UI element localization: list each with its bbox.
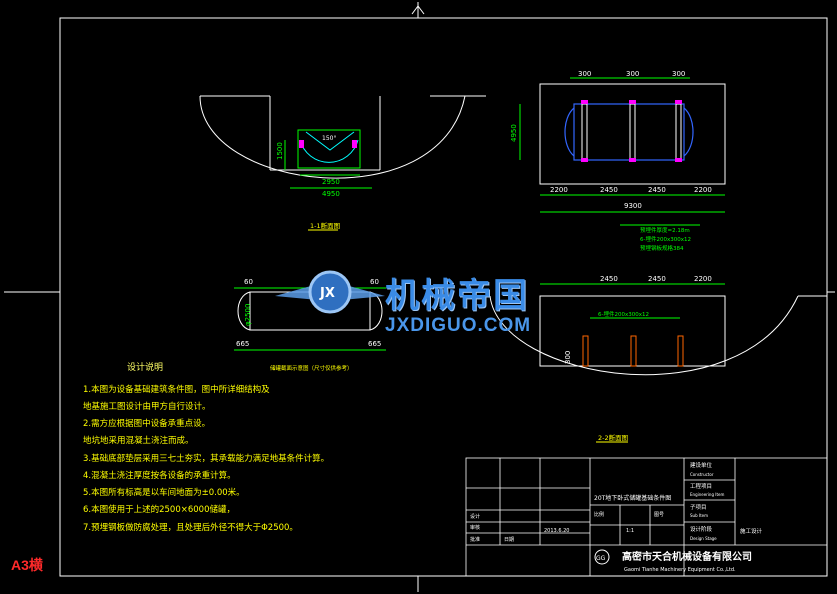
right-sub-4: Design Stage [690, 536, 717, 541]
bottom-seg2: 2450 [600, 275, 618, 283]
sheet-label: 图号 [654, 512, 664, 518]
watermark-cn: 机械帝国 [385, 277, 529, 315]
side-angle: 150° [322, 135, 336, 142]
tank-left: 665 [236, 340, 249, 348]
plan-view: 300 300 300 4950 2200 2450 2450 2200 930… [510, 70, 726, 252]
right-label-4: 设计阶段 [690, 525, 713, 533]
plan-total: 9300 [624, 202, 642, 210]
plan-d2: 300 [626, 70, 639, 78]
bottom-plate: 6-埋件200x300x12 [598, 310, 649, 318]
tank-right: 665 [368, 340, 381, 348]
section-view: 2950 4950 1500 150° 1-1断面图 [199, 95, 486, 231]
design-note-5: 3.基础底部垫层采用三七土夯实，其承载能力满足地基条件计算。 [83, 454, 330, 464]
design-note-2: 地基施工图设计由甲方自行设计。 [83, 402, 211, 412]
right-label-1: 建设单位 [690, 461, 713, 469]
tank-top-right: 60 [370, 278, 379, 286]
drawing-frame [4, 2, 835, 592]
plan-note-3: 预埋钢板规格384 [640, 244, 684, 252]
label-design: 设计 [470, 513, 480, 520]
design-note-6: 4.混凝土浇注厚度按各设备的承重计算。 [83, 471, 236, 481]
bottom-view-label: 2-2断面图 [598, 433, 628, 442]
tank-view-label: 储罐截面示意图（尺寸仅供参考） [270, 364, 353, 372]
bottom-seg3: 2450 [648, 275, 666, 283]
design-notes-title: 设计说明 [127, 363, 164, 373]
scale-label: 比例 [594, 511, 604, 518]
plan-d3: 300 [672, 70, 685, 78]
label-date: 日期 [504, 537, 514, 543]
design-note-1: 1.本图为设备基础建筑条件图，图中所详细结构及 [83, 385, 270, 395]
plan-seg2: 2450 [600, 186, 618, 194]
bottom-seg4: 2200 [694, 275, 712, 283]
design-unit-en: Gaomi Tianhe Machinery Equipment Co.,Ltd… [624, 567, 736, 573]
plan-note-2: 6-埋件200x300x12 [640, 235, 691, 243]
right-label-2: 工程项目 [690, 482, 712, 490]
watermark-en: JXDIGUO.COM [385, 315, 532, 336]
design-note-4: 地坑地采用混凝土浇注而成。 [83, 436, 194, 446]
drawing-title: 20T地下卧式储罐基础条件图 [594, 494, 671, 502]
section-view-label: 1-1断面图 [310, 221, 340, 230]
right-sub-1: Constructor [690, 472, 714, 477]
tank-top-left: 60 [244, 278, 253, 286]
scale-value: 1:1 [626, 528, 634, 534]
company-logo-icon [594, 549, 610, 565]
bottom-view: 2450 2450 2200 6-埋件200x300x12 300 2-2断面图 [489, 275, 827, 443]
company-logo-text: GG [596, 555, 606, 562]
side-width-bottom: 4950 [322, 190, 340, 198]
stage-value: 施工设计 [740, 527, 763, 535]
plan-seg3: 2450 [648, 186, 666, 194]
bottom-height: 300 [564, 351, 572, 364]
design-unit: 高密市天合机械设备有限公司 [622, 550, 752, 563]
plan-d1: 300 [578, 70, 591, 78]
design-note-3: 2.需方应根据图中设备承重点设。 [83, 419, 211, 429]
title-block-text: 20T地下卧式储罐基础条件图 设计 审核 批准 日期 2013.6.20 比例 … [470, 461, 763, 573]
watermark-logo-text: JX [319, 286, 335, 301]
tank-diameter: φ2500 [244, 304, 252, 326]
plan-seg1: 2200 [550, 186, 568, 194]
right-sub-2: Engineering Item [690, 492, 724, 497]
right-sub-3: Sub Item [690, 513, 708, 518]
watermark-logo: JX [275, 270, 385, 314]
sheet-size-label: A3横 [11, 557, 43, 573]
watermark: 机械帝国 JXDIGUO.COM [385, 268, 531, 337]
side-height: 1500 [276, 142, 284, 160]
title-block [465, 457, 828, 577]
plan-note-1: 预埋件厚度=2.18m [640, 226, 690, 234]
design-note-7: 5.本图所有标高是以车间地面为±0.00米。 [83, 488, 245, 498]
side-width-top: 2950 [322, 178, 340, 186]
plan-seg4: 2200 [694, 186, 712, 194]
date-value: 2013.6.20 [544, 528, 569, 534]
plan-height: 4950 [510, 124, 518, 142]
label-review: 审核 [470, 524, 480, 531]
design-note-9: 7.预埋钢板做防腐处理，且处理后外径不得大于Φ2500。 [83, 523, 298, 533]
label-approve: 批准 [470, 536, 480, 543]
right-label-3: 子项目 [690, 504, 707, 511]
design-note-8: 6.本图使用于上述的2500×6000储罐， [83, 505, 235, 515]
